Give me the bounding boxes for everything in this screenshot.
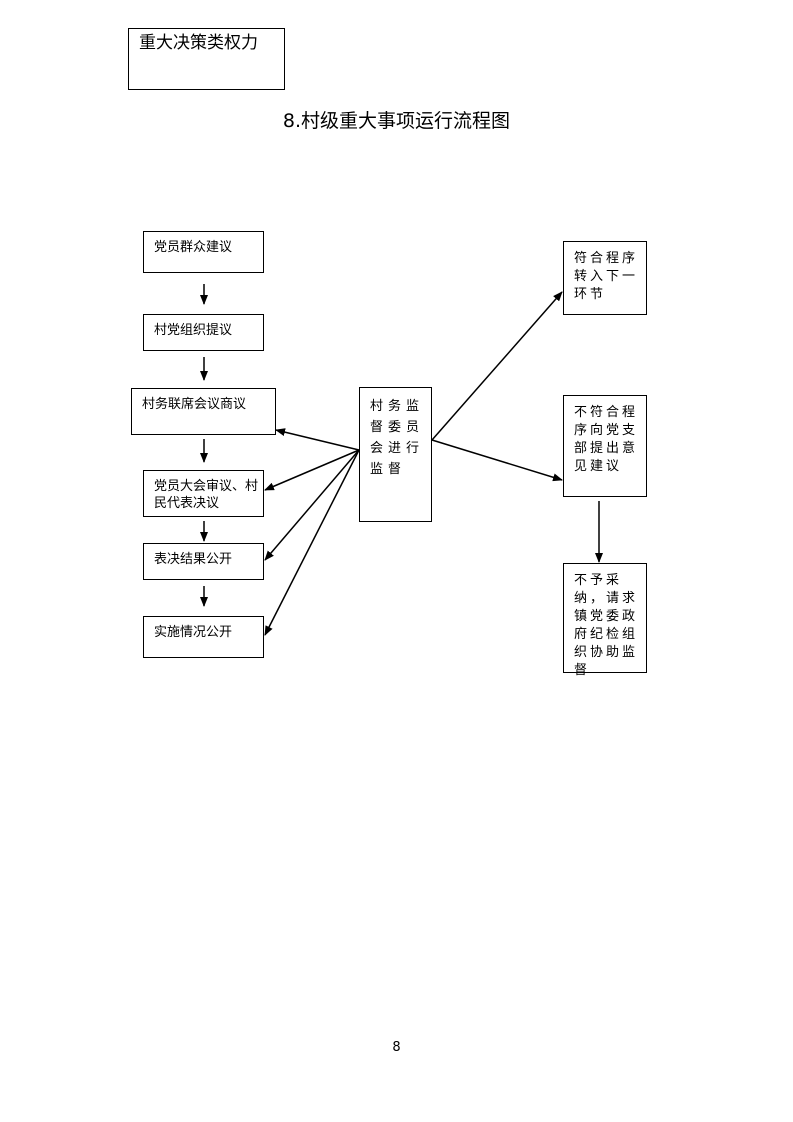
arrow [264, 449, 360, 561]
page-number: 8 [392, 1040, 401, 1055]
step-resolution: 党员大会审议、村民代表决议 [143, 470, 264, 517]
step-party-proposal: 村党组织提议 [143, 314, 264, 351]
outcome-noncompliant: 不符合程序向党支部提出意见建议 [563, 395, 647, 497]
category-box: 重大决策类权力 [128, 28, 285, 90]
page-title: 8.村级重大事项运行流程图 [282, 110, 511, 132]
outcome-escalate: 不予采纳，请求镇党委政府纪检组织协助监督 [563, 563, 647, 678]
step-joint-meeting: 村务联席会议商议 [131, 388, 276, 435]
arrow [275, 428, 360, 451]
arrow [264, 449, 360, 491]
supervisor-box: 村务监督委员会进行监督 [359, 387, 432, 522]
arrow [431, 291, 563, 441]
step-implementation-public: 实施情况公开 [143, 616, 264, 658]
arrow [431, 439, 563, 482]
step-suggestion: 党员群众建议 [143, 231, 264, 273]
arrow [264, 449, 360, 636]
step-result-public: 表决结果公开 [143, 543, 264, 580]
outcome-compliant: 符合程序转入下一环节 [563, 241, 647, 315]
